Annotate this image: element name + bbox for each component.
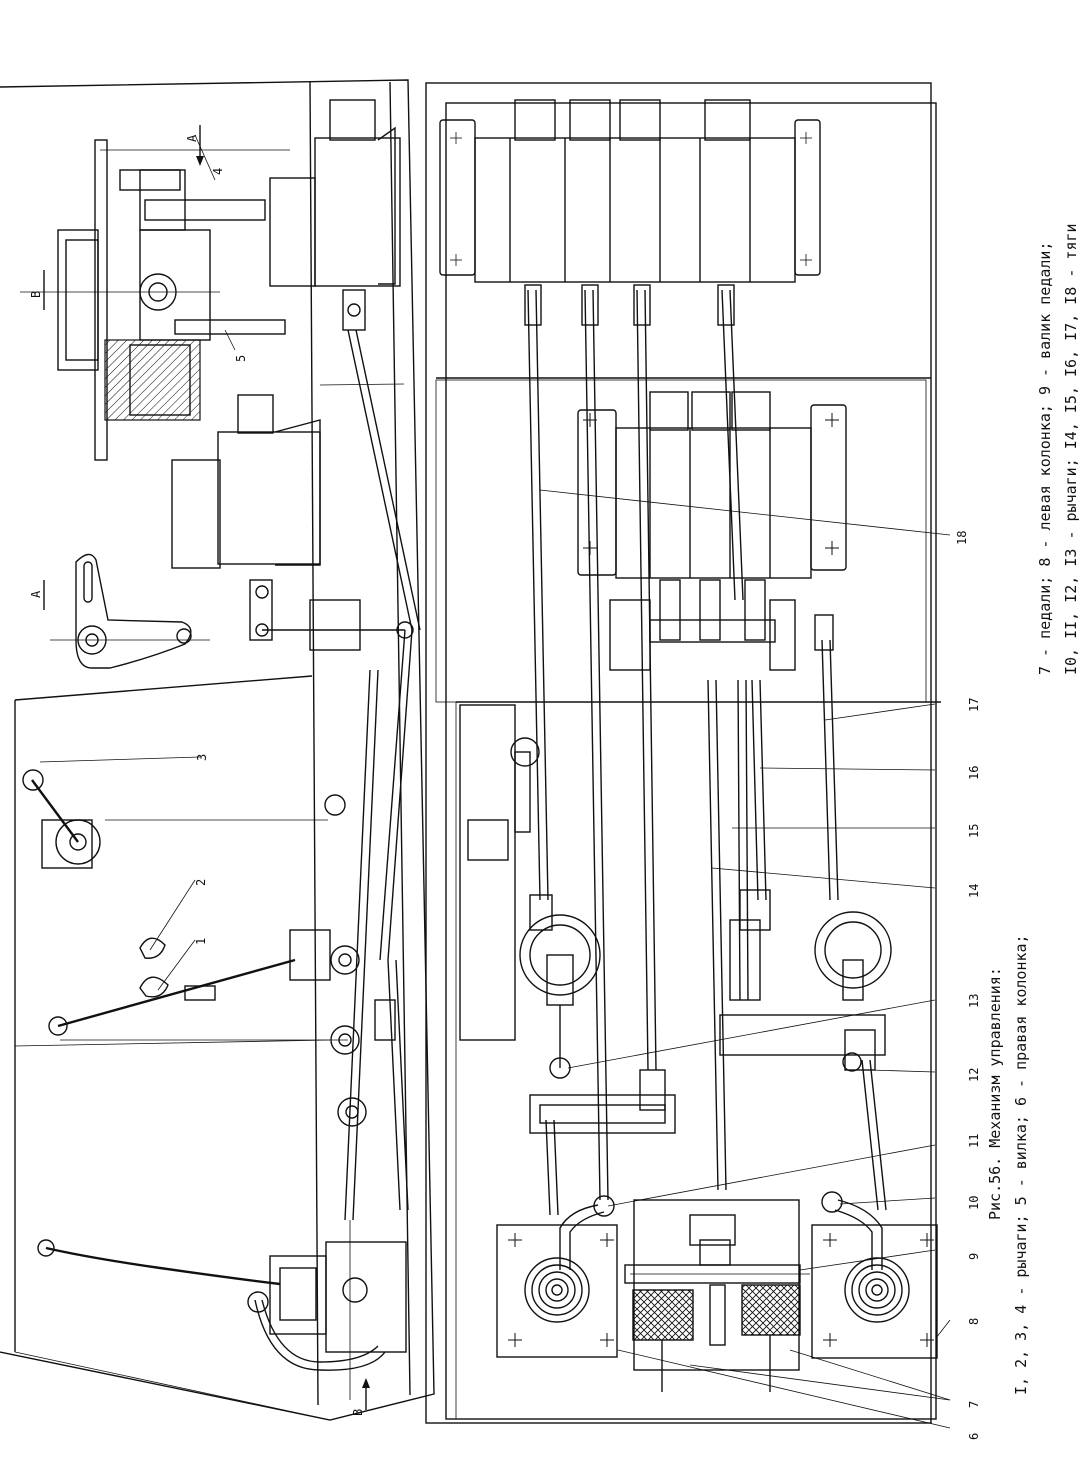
callout-3: 3: [195, 754, 209, 761]
callout-5: 5: [234, 355, 248, 362]
view-a-top-label: А: [185, 134, 199, 142]
lever-group-11: [529, 1069, 676, 1134]
caption-line-2: 7 - педали; 8 - левая колонка; 9 - валик…: [1036, 242, 1054, 675]
callout-10: 10: [967, 1196, 981, 1210]
view-a-side-label: А: [29, 590, 43, 598]
callout-11: 11: [967, 1134, 981, 1148]
gear-lever-assembly: [37, 1220, 407, 1400]
gearbox-blocks-left: [171, 99, 401, 569]
callout-4: 4: [211, 168, 225, 175]
callout-6: 6: [967, 1433, 981, 1440]
rod-clevises: [524, 284, 735, 326]
callout-12: 12: [967, 1068, 981, 1082]
callout-18: 18: [955, 531, 969, 545]
caption-line-1: I, 2, 3, 4 - рычаги; 5 - вилка; 6 - прав…: [1012, 934, 1030, 1395]
middle-column-block: [577, 391, 847, 579]
lever-3-assembly: [22, 769, 101, 869]
right-plan-view: [425, 82, 941, 1424]
top-column-block: [439, 99, 821, 283]
lever-group-12: [719, 889, 892, 1072]
callout-9: 9: [967, 1253, 981, 1260]
lever-view-a: [50, 553, 210, 669]
figure-caption: Рис.56. Механизм управления: I, 2, 3, 4 …: [986, 223, 1080, 1395]
view-b-top-label: В: [29, 291, 43, 298]
plus-markers: [508, 413, 934, 1347]
callout-leaders: [39, 134, 951, 1429]
rods-plan-view: [527, 289, 887, 1216]
callout-16: 16: [967, 766, 981, 780]
callout-15: 15: [967, 824, 981, 838]
right-column-6: [496, 1195, 618, 1358]
left-side-view: [0, 79, 435, 1421]
lever-group-13: [459, 704, 601, 1079]
callout-14: 14: [967, 884, 981, 898]
view-arrows: [43, 125, 370, 1410]
levers-1-2: [48, 937, 296, 1036]
caption-line-3: I0, II, I2, I3 - рычаги; I4, I5, I6, I7,…: [1062, 223, 1080, 675]
callout-1: 1: [194, 938, 208, 945]
caption-title: Рис.56. Механизм управления:: [986, 967, 1004, 1220]
callout-17: 17: [967, 698, 981, 712]
callout-2: 2: [194, 879, 208, 886]
view-b-bottom-label: В: [351, 1409, 365, 1416]
top-left-assembly: [20, 139, 290, 461]
callout-7: 7: [967, 1401, 981, 1408]
central-shaft: [609, 579, 834, 671]
left-linkage-rods: [249, 289, 421, 1221]
pedals-7: [624, 1199, 810, 1392]
callout-13: 13: [967, 994, 981, 1008]
callout-8: 8: [967, 1318, 981, 1325]
left-column-8: [811, 1191, 938, 1359]
